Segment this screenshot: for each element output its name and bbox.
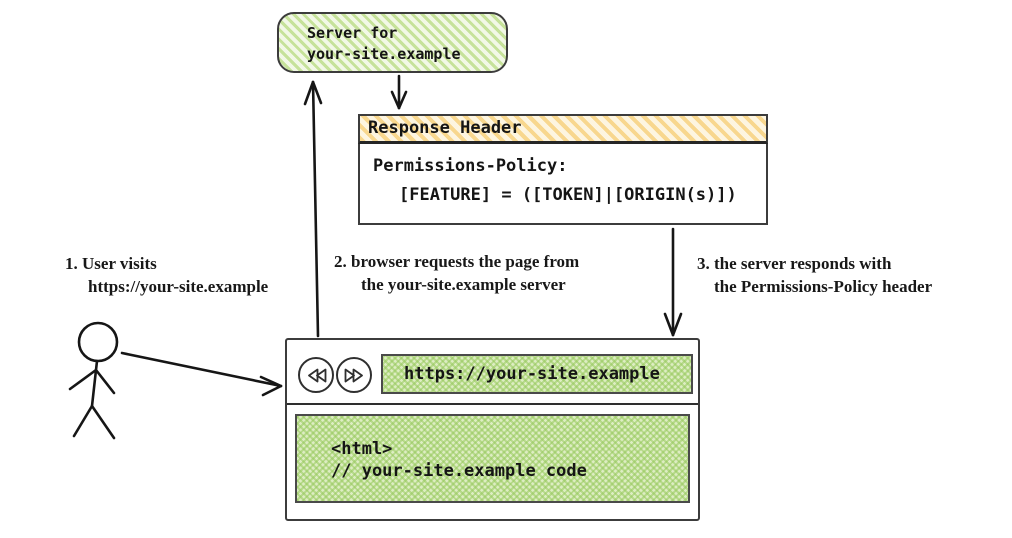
step2-line2: the your-site.example server [361,275,566,294]
stick-figure-arms [68,368,116,395]
annotation-step2: 2. browser requests the page from the yo… [334,250,579,296]
annotation-step3: 3. the server responds with the Permissi… [697,252,932,298]
browser-window: https://your-site.example <html> // your… [285,338,700,521]
step1-line2: https://your-site.example [88,277,269,296]
rewind-icon [307,368,326,382]
step3-line2: the Permissions-Policy header [714,277,933,296]
arrow-response-header-to-browser [663,227,683,337]
step1-line1: 1. User visits [65,254,157,273]
forward-button [336,357,372,393]
policy-name-text: Permissions-Policy: [373,156,568,176]
annotation-step1: 1. User visits https://your-site.example [65,252,268,298]
arrow-browser-to-server [303,80,323,338]
step2-line1: 2. browser requests the page from [334,252,580,271]
url-text: https://your-site.example [404,364,660,384]
policy-value-text: [FEATURE] = ([TOKEN]|[ORIGIN(s)]) [399,185,737,205]
server-box: Server for your-site.example [277,12,508,73]
response-header-box: Response Header Permissions-Policy: [FEA… [358,114,768,225]
server-box-label-line2: your-site.example [307,45,461,63]
stick-figure-legs [72,404,116,440]
stick-figure-body [90,359,99,408]
user-stick-figure [68,321,119,440]
arrow-server-to-response-header [390,74,408,110]
server-box-label-line1: Server for [307,24,398,42]
browser-toolbar: https://your-site.example [287,340,698,405]
url-bar: https://your-site.example [381,354,693,394]
back-button [298,357,334,393]
arrow-user-to-browser [120,351,283,397]
stick-figure-head [77,321,119,363]
code-line-comment: // your-site.example code [331,461,587,481]
response-header-body: Permissions-Policy: [FEATURE] = ([TOKEN]… [358,144,768,225]
code-line-html: <html> [331,439,393,459]
response-header-title: Response Header [368,118,522,138]
response-header-title-bar: Response Header [358,114,768,144]
fast-forward-icon [344,368,363,382]
page-content-box: <html> // your-site.example code [295,414,690,503]
step3-line1: 3. the server responds with [697,254,892,273]
